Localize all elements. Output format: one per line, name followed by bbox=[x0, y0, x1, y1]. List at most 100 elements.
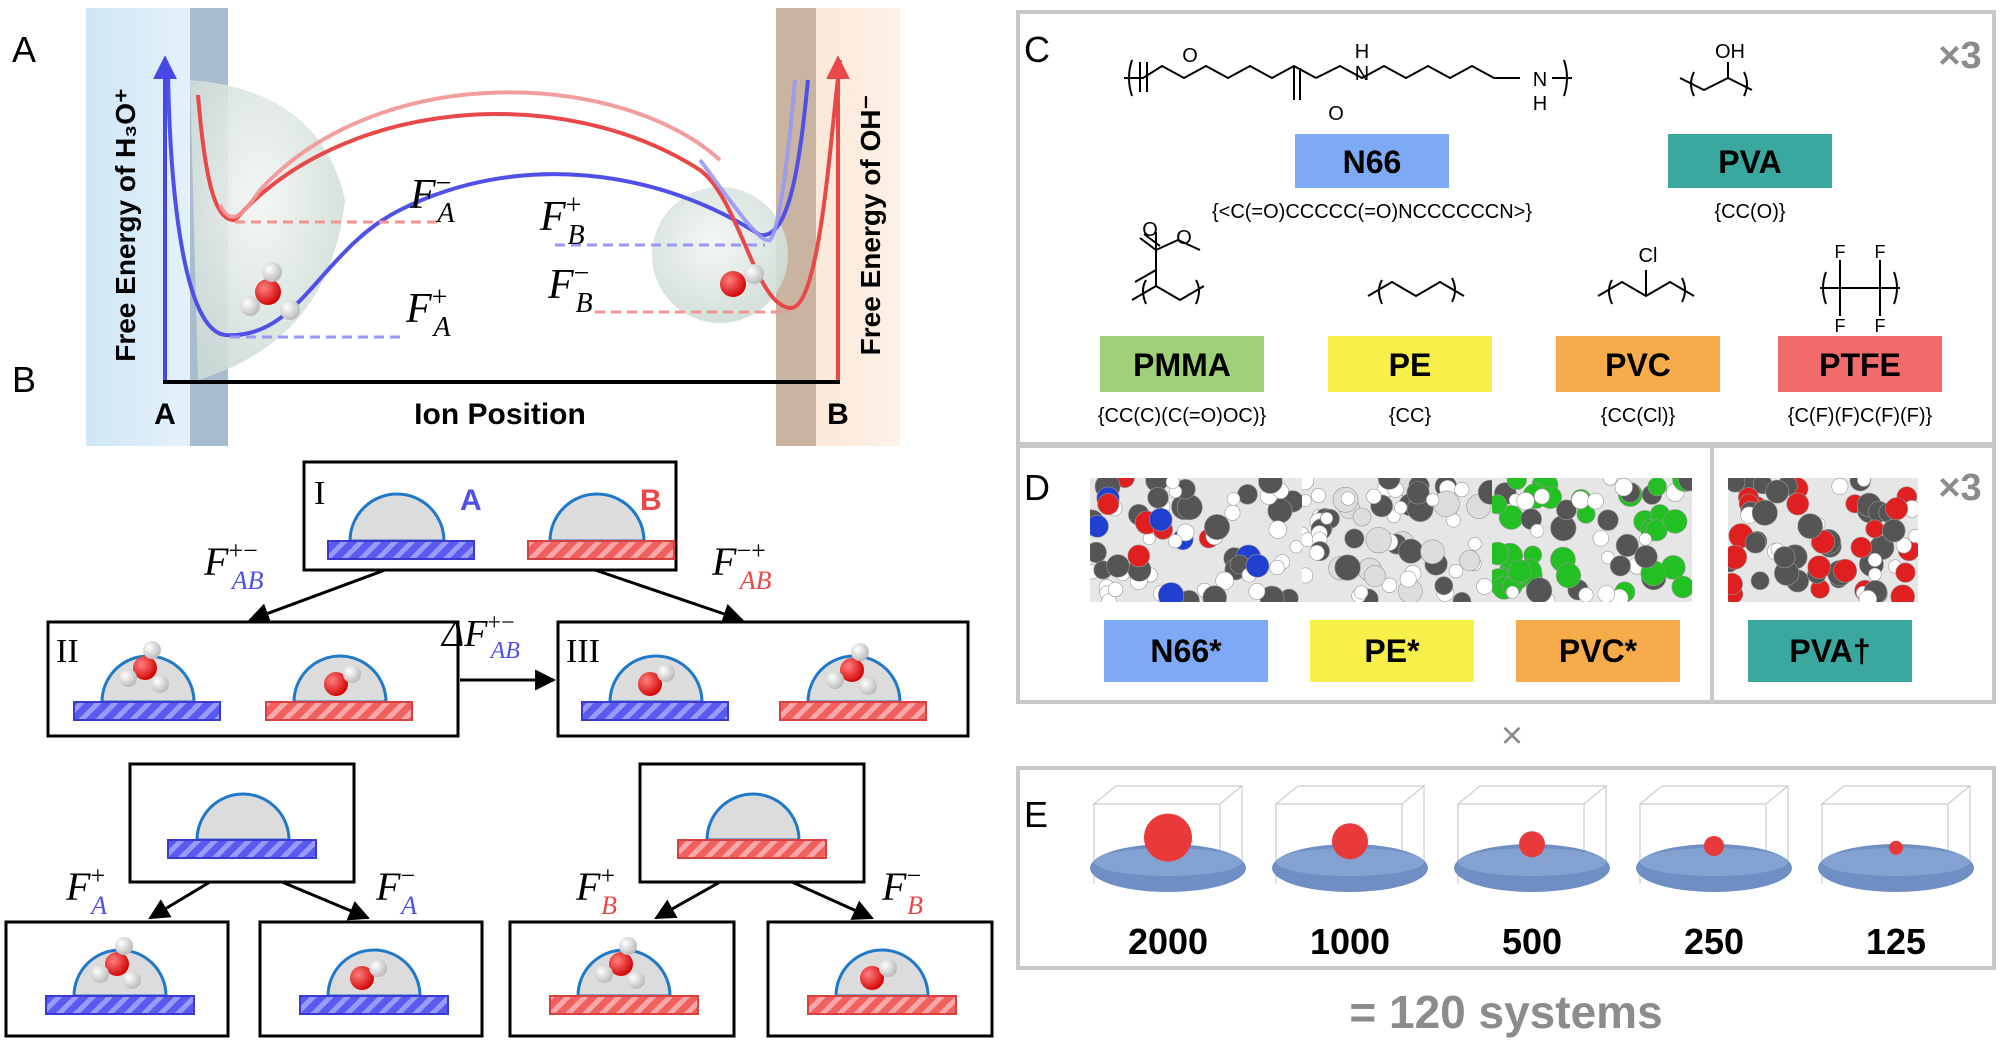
atom-sphere bbox=[1176, 494, 1203, 521]
badge-pva-dagger bbox=[1748, 620, 1912, 682]
atom-sphere bbox=[1647, 478, 1667, 497]
atom-sphere bbox=[1678, 478, 1692, 492]
panel-letter-a: A bbox=[12, 29, 36, 70]
atom-sphere bbox=[1224, 504, 1241, 521]
droplet-box-125: 125 bbox=[1818, 785, 1974, 962]
pva-atom-oh: OH bbox=[1715, 41, 1745, 63]
atom-sphere bbox=[1226, 492, 1241, 506]
atom-sphere bbox=[1452, 592, 1472, 602]
pvc-snapshot bbox=[1492, 478, 1692, 602]
water-droplet bbox=[1519, 831, 1545, 858]
ptfe-structure bbox=[1820, 260, 1900, 316]
droplet-b-only bbox=[705, 792, 801, 842]
fb-plus-b: F+B bbox=[575, 861, 617, 920]
atom-sphere bbox=[1320, 512, 1334, 525]
atom-sphere bbox=[1882, 518, 1906, 543]
panel-letter-c: C bbox=[1024, 29, 1050, 70]
atom-sphere bbox=[1833, 558, 1858, 583]
fa-minus-label: F−A bbox=[409, 168, 455, 229]
surface-1a bbox=[327, 540, 475, 560]
panel-b: I A B II III F+−AB F−+AB ΔF+−AB bbox=[4, 460, 994, 1038]
n66-atom-o1: O bbox=[1182, 45, 1198, 67]
atom-sphere bbox=[1597, 509, 1619, 531]
atom-sphere bbox=[1571, 490, 1590, 510]
badge-pe-star bbox=[1310, 620, 1474, 682]
arrow-1-to-3 bbox=[594, 568, 744, 624]
atom-sphere bbox=[1215, 571, 1234, 591]
oh-ion bbox=[720, 264, 764, 297]
panel-c-multiplier: ×3 bbox=[1938, 35, 1981, 77]
badge-ptfe bbox=[1778, 336, 1942, 392]
surface-b-h3o bbox=[549, 995, 699, 1015]
fa-plus-label: F+A bbox=[405, 282, 451, 343]
atom-sphere bbox=[1505, 585, 1519, 599]
h3o-ion-3b bbox=[826, 643, 877, 695]
atom-sphere bbox=[1831, 478, 1849, 495]
n66-structure bbox=[1124, 59, 1572, 100]
oh-free-energy-curve bbox=[196, 59, 842, 311]
atom-sphere bbox=[1366, 488, 1382, 505]
h3o-light-curve bbox=[698, 79, 797, 243]
ptfe-atom-f4: F bbox=[1875, 316, 1886, 336]
water-droplet bbox=[1889, 840, 1903, 855]
atom-sphere bbox=[1492, 541, 1510, 566]
panel-letter-d: D bbox=[1024, 467, 1050, 508]
atom-sphere bbox=[1603, 478, 1618, 486]
atom-sphere bbox=[1850, 536, 1872, 559]
state-2-numeral: II bbox=[56, 633, 79, 670]
fa-plus-b: F+A bbox=[65, 861, 107, 920]
panel-letter-b: B bbox=[12, 359, 36, 400]
atom-sphere bbox=[1885, 497, 1909, 521]
atom-sphere bbox=[1671, 575, 1692, 599]
panel-c: ×3 O O H N N H OH O O bbox=[1016, 10, 1996, 446]
oh-ion-3a bbox=[638, 664, 675, 696]
atom-sphere bbox=[1578, 587, 1594, 602]
label-ptfe: PTFE bbox=[1819, 347, 1901, 383]
atom-sphere bbox=[1269, 559, 1285, 576]
atom-sphere bbox=[1148, 507, 1173, 532]
atom-sphere bbox=[1609, 555, 1631, 577]
pmma-structure bbox=[1131, 232, 1205, 305]
atom-sphere bbox=[1106, 554, 1130, 578]
atom-sphere bbox=[1127, 544, 1151, 568]
atom-sphere bbox=[1867, 552, 1882, 567]
atom-sphere bbox=[1377, 478, 1401, 490]
n66-atom-o2: O bbox=[1328, 103, 1344, 125]
atom-sphere bbox=[1090, 541, 1107, 563]
f-ab-minus-plus: F−+AB bbox=[711, 536, 772, 595]
badge-pvc bbox=[1556, 336, 1720, 392]
atom-sphere bbox=[1807, 555, 1831, 579]
atom-sphere bbox=[1245, 553, 1270, 578]
surface-2a bbox=[73, 701, 221, 721]
arrow-a-to-h3o bbox=[148, 880, 211, 920]
n66-atom-nh-h: H bbox=[1355, 41, 1369, 63]
x-axis-end-b: B bbox=[827, 398, 849, 431]
atom-sphere bbox=[1176, 523, 1195, 542]
ptfe-atom-f1: F bbox=[1835, 242, 1846, 262]
atom-sphere bbox=[1728, 544, 1748, 570]
atom-sphere bbox=[1508, 559, 1532, 583]
h3o-ion bbox=[240, 262, 300, 320]
droplet-box-500: 500 bbox=[1454, 785, 1610, 962]
badge-pvc-star bbox=[1516, 620, 1680, 682]
atom-sphere bbox=[1857, 478, 1871, 487]
surface-1b bbox=[527, 540, 675, 560]
panel-letter-e: E bbox=[1024, 794, 1048, 835]
arrow-b-to-oh bbox=[791, 880, 874, 920]
atom-sphere bbox=[1354, 585, 1369, 600]
atom-sphere bbox=[1614, 478, 1633, 497]
delta-f-ab: ΔF+−AB bbox=[440, 610, 520, 664]
label-n66-star: N66* bbox=[1150, 633, 1222, 669]
droplet-size-label: 500 bbox=[1502, 921, 1562, 962]
atom-sphere bbox=[1773, 546, 1796, 569]
atom-sphere bbox=[1597, 585, 1616, 602]
atom-sphere bbox=[1638, 532, 1652, 546]
atom-sphere bbox=[1344, 528, 1365, 549]
droplet-box-1000: 1000 bbox=[1272, 785, 1428, 962]
atom-sphere bbox=[1662, 509, 1688, 534]
smiles-n66: {<C(=O)CCCCC(=O)NCCCCCCN>} bbox=[1212, 201, 1532, 223]
atom-sphere bbox=[1506, 478, 1527, 490]
ptfe-atom-f2: F bbox=[1875, 242, 1886, 262]
